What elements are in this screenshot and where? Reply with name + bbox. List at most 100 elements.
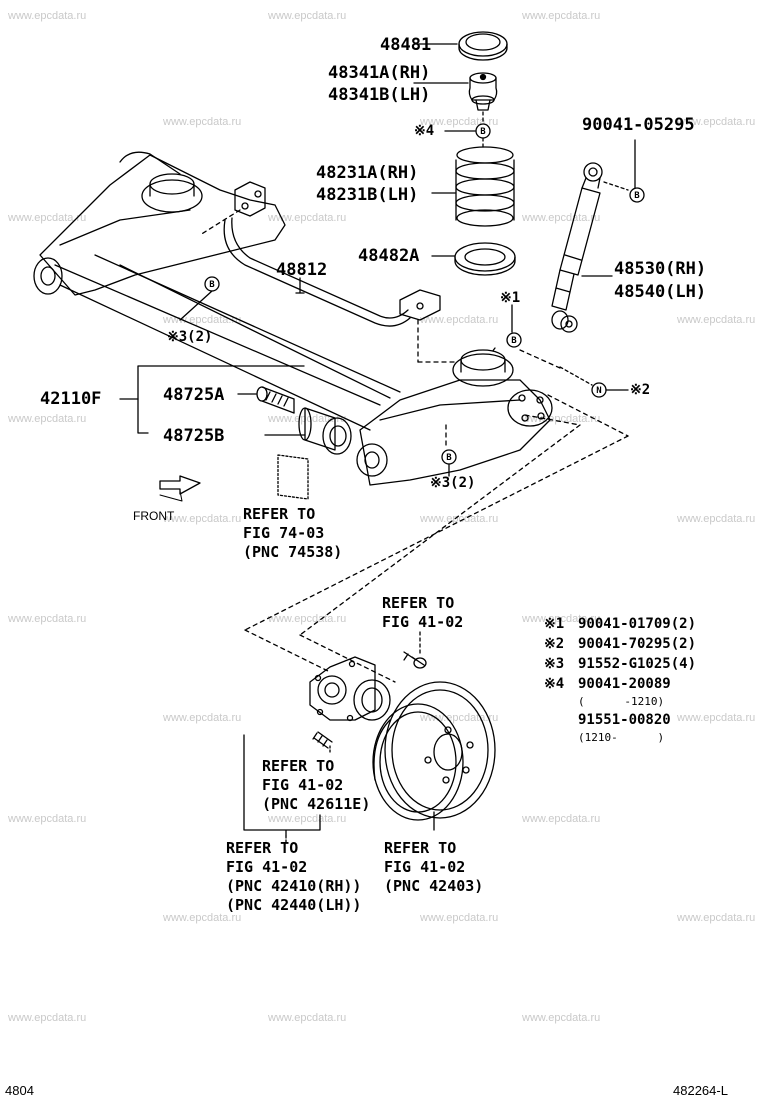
refer-fig-41-02-hub[interactable]: REFER TO FIG 41-02 (PNC 42410(RH)) (PNC … xyxy=(226,839,361,915)
note-range: (1210- ) xyxy=(578,731,665,744)
watermark: www.epcdata.ru xyxy=(522,212,601,224)
hub-bearing-42410 xyxy=(309,656,391,722)
refer-fig-41-02-drum[interactable]: REFER TO FIG 41-02 (PNC 42403) xyxy=(384,839,483,896)
watermark: www.epcdata.ru xyxy=(677,116,756,128)
part-42110f-label[interactable]: 42110F xyxy=(40,389,102,409)
bolt-48725a xyxy=(256,386,295,414)
part-48231b-label[interactable]: 48231B(LH) xyxy=(316,185,419,205)
note-mark: ※1 xyxy=(544,616,565,632)
watermark: www.epcdata.ru xyxy=(677,513,756,525)
watermark: www.epcdata.ru xyxy=(522,813,601,825)
watermark: www.epcdata.ru xyxy=(677,912,756,924)
watermark: www.epcdata.ru xyxy=(8,813,87,825)
note-part: 91552-G1025(4) xyxy=(578,656,697,672)
note-row[interactable]: ※3 91552-G1025(4) xyxy=(544,654,696,674)
notes-list: ※1 90041-01709(2) ※2 90041-70295(2) ※3 9155… xyxy=(544,614,696,746)
refer-fig-74-03[interactable]: REFER TO FIG 74-03 (PNC 74538) xyxy=(243,505,342,562)
note-row[interactable]: ※2 90041-70295(2) xyxy=(544,634,696,654)
part-48725a-label[interactable]: 48725A xyxy=(163,385,225,405)
coil-spring-48231 xyxy=(455,146,515,227)
part-48482a-label[interactable]: 48482A xyxy=(358,246,420,266)
bush-48725b xyxy=(298,407,352,455)
b-marker: B xyxy=(209,280,215,290)
note-row: ( -1210) xyxy=(544,694,696,710)
watermark: www.epcdata.ru xyxy=(677,314,756,326)
note-row[interactable]: ※1 90041-01709(2) xyxy=(544,614,696,634)
watermark: www.epcdata.ru xyxy=(8,413,87,425)
refer-line: FIG 41-02 xyxy=(384,858,466,876)
part-90041-05295-label[interactable]: 90041-05295 xyxy=(582,115,695,135)
refer-line: FIG 41-02 xyxy=(382,613,464,631)
note2-ref-label: ※2 xyxy=(630,382,651,398)
footer-figure-code: 482264-L xyxy=(673,1083,728,1098)
note-mark: ※3 xyxy=(544,656,565,672)
note-mark: ※4 xyxy=(544,676,565,692)
bracket-hub-refs xyxy=(243,734,321,837)
brake-drum-42403 xyxy=(372,681,496,821)
watermark: www.epcdata.ru xyxy=(8,10,87,22)
bump-stopper-48341 xyxy=(468,72,498,111)
hub-bolt-42611e xyxy=(312,731,333,749)
watermark: www.epcdata.ru xyxy=(420,513,499,525)
refer-line: FIG 41-02 xyxy=(226,858,308,876)
refer-line: (PNC 42611E) xyxy=(262,795,371,813)
refer-line: (PNC 42410(RH)) xyxy=(226,877,362,895)
watermark: www.epcdata.ru xyxy=(268,413,347,425)
note-row[interactable]: 91551-00820 xyxy=(544,710,696,730)
watermark: www.epcdata.ru xyxy=(163,912,242,924)
shock-absorber-48530 xyxy=(551,162,603,333)
refer-line: FIG 74-03 xyxy=(243,524,325,542)
watermark: www.epcdata.ru xyxy=(163,513,242,525)
note-part: 91551-00820 xyxy=(578,712,671,728)
upper-seat-48481 xyxy=(458,31,508,61)
part-48812-label[interactable]: 48812 xyxy=(276,260,328,280)
refer-line: REFER TO xyxy=(382,594,455,612)
refer-line: REFER TO xyxy=(243,505,316,523)
watermark: www.epcdata.ru xyxy=(420,314,499,326)
dashed-guides xyxy=(199,209,629,683)
note-row: (1210- ) xyxy=(544,730,696,746)
refer-line: (PNC 42440(LH)) xyxy=(226,896,362,914)
watermark: www.epcdata.ru xyxy=(163,712,242,724)
refer-line: REFER TO xyxy=(226,839,299,857)
watermark: www.epcdata.ru xyxy=(522,10,601,22)
watermark: www.epcdata.ru xyxy=(8,613,87,625)
watermark: www.epcdata.ru xyxy=(163,116,242,128)
note-range: ( -1210) xyxy=(578,695,665,708)
part-48540-label[interactable]: 48540(LH) xyxy=(614,282,707,302)
part-48341a-label[interactable]: 48341A(RH) xyxy=(328,63,431,83)
watermark: www.epcdata.ru xyxy=(8,212,87,224)
note-part: 90041-01709(2) xyxy=(578,616,697,632)
refer-line: REFER TO xyxy=(262,757,335,775)
watermark: www.epcdata.ru xyxy=(268,212,347,224)
note3-ref-label: ※3(2) xyxy=(167,329,213,345)
watermark: www.epcdata.ru xyxy=(268,1012,347,1024)
watermark: www.epcdata.ru xyxy=(522,413,601,425)
note3-ref-label-lower: ※3(2) xyxy=(430,475,476,491)
flange-bolt xyxy=(403,651,427,669)
refer-line: (PNC 42403) xyxy=(384,877,484,895)
refer-fig-41-02-bolt-top[interactable]: REFER TO FIG 41-02 xyxy=(382,594,463,632)
part-48231a-label[interactable]: 48231A(RH) xyxy=(316,163,419,183)
b-marker: B xyxy=(480,127,486,137)
watermark: www.epcdata.ru xyxy=(522,1012,601,1024)
n-marker: N xyxy=(596,386,601,396)
watermark: www.epcdata.ru xyxy=(420,912,499,924)
refer-fig-41-02-hub-bolt[interactable]: REFER TO FIG 41-02 (PNC 42611E) xyxy=(262,757,370,814)
footer-page-number: 4804 xyxy=(5,1083,34,1098)
part-48341b-label[interactable]: 48341B(LH) xyxy=(328,85,431,105)
b-marker: B xyxy=(511,336,517,346)
part-48481-label[interactable]: 48481 xyxy=(380,35,432,55)
note4-ref-label: ※4 xyxy=(414,123,435,139)
part-48530-label[interactable]: 48530(RH) xyxy=(614,259,707,279)
watermark: www.epcdata.ru xyxy=(677,712,756,724)
b-marker: B xyxy=(446,453,452,463)
note-mark: ※2 xyxy=(544,636,565,652)
part-48725b-label[interactable]: 48725B xyxy=(163,426,225,446)
note-part: 90041-70295(2) xyxy=(578,636,697,652)
front-label: FRONT xyxy=(133,509,175,523)
ref-part-74538 xyxy=(277,454,309,500)
